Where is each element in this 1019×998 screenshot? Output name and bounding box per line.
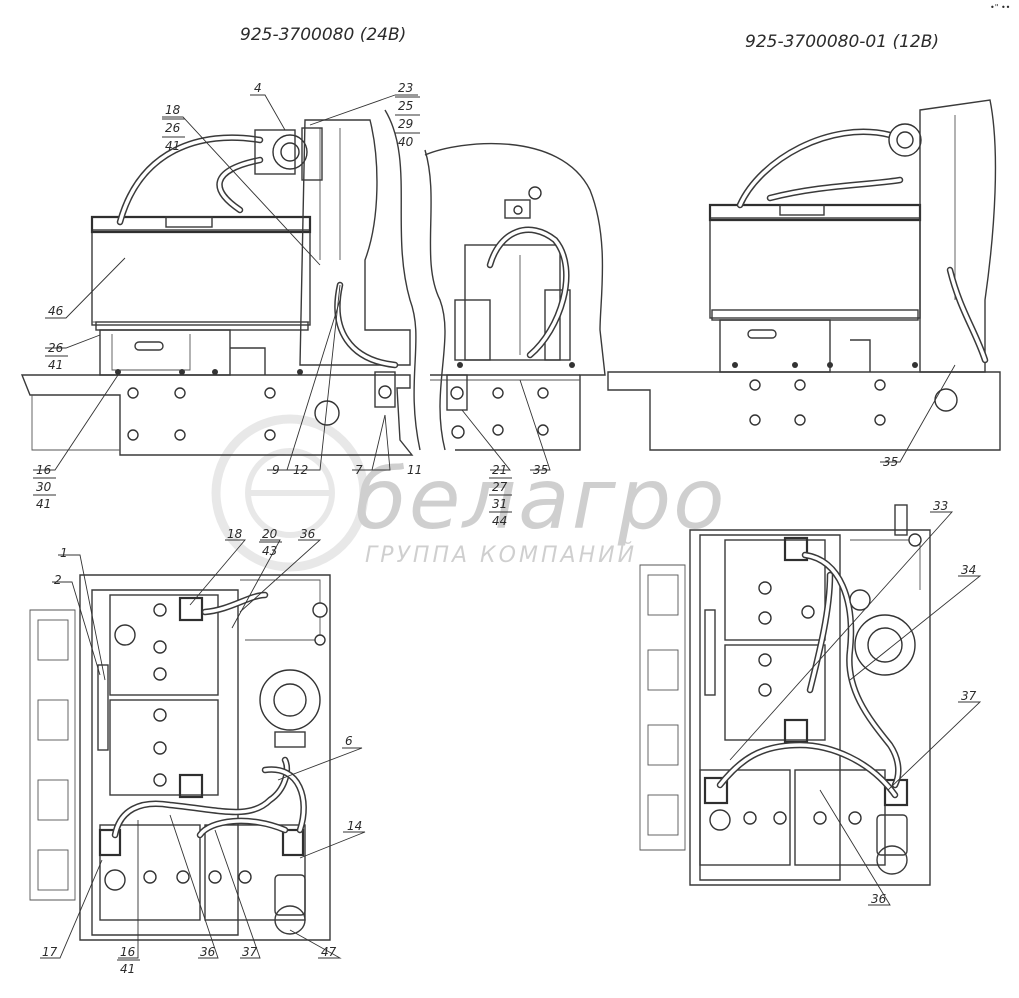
callout-41-top: 41: [165, 139, 180, 153]
callout-41-mid: 41: [48, 358, 63, 372]
callout-18-low: 18: [227, 527, 243, 541]
callout-12: 12: [293, 463, 308, 477]
callout-4: 4: [254, 81, 262, 95]
callout-labels: 4 18 26 41 23 25 29 40 46 26 41 16 30 41…: [33, 81, 977, 976]
callout-16-top: 16: [36, 463, 52, 477]
callout-44: 44: [492, 514, 507, 528]
top-view-24v: [29, 574, 331, 941]
callout-35-right: 35: [883, 455, 898, 469]
callout-16-low: 16: [120, 945, 136, 959]
callout-31: 31: [492, 497, 507, 511]
callout-27: 27: [492, 480, 508, 494]
callout-18-top: 18: [165, 103, 181, 117]
callout-36-bottom: 36: [200, 945, 216, 959]
callout-41-low: 41: [36, 497, 51, 511]
callout-36-right: 36: [871, 892, 887, 906]
callout-11: 11: [407, 463, 422, 477]
callout-29: 29: [398, 117, 413, 131]
callout-20: 20: [262, 527, 278, 541]
callout-25: 25: [398, 99, 413, 113]
callout-40: 40: [398, 135, 414, 149]
callout-34: 34: [961, 563, 976, 577]
corner-mark: •" ••: [990, 3, 1010, 12]
callout-47: 47: [321, 945, 337, 959]
side-view-12v: [607, 99, 1001, 451]
leader-lines: [33, 94, 982, 959]
callout-7: 7: [355, 463, 363, 477]
callout-43: 43: [262, 544, 277, 558]
callout-21: 21: [492, 463, 507, 477]
callout-2: 2: [54, 573, 62, 587]
callout-35-mid: 35: [533, 463, 548, 477]
callout-37-right: 37: [961, 689, 977, 703]
top-view-12v: [639, 504, 931, 886]
callout-1: 1: [60, 546, 68, 560]
starter-area-view: [424, 142, 606, 451]
callout-23: 23: [398, 81, 413, 95]
side-view-24v: [20, 109, 446, 456]
callout-30: 30: [36, 480, 52, 494]
callout-36-top: 36: [300, 527, 316, 541]
title-12v: 925-3700080-01 (12В): [745, 32, 939, 52]
callout-33: 33: [933, 499, 948, 513]
callout-17: 17: [42, 945, 58, 959]
callout-9: 9: [272, 463, 280, 477]
title-24v: 925-3700080 (24В): [240, 25, 406, 45]
callout-46: 46: [48, 304, 64, 318]
callout-37-bottom: 37: [242, 945, 258, 959]
callout-14: 14: [347, 819, 362, 833]
watermark-brand: белагро: [355, 450, 727, 548]
callout-26-top: 26: [165, 121, 181, 135]
callout-41-bottom: 41: [120, 962, 135, 976]
watermark-subtitle: ГРУППА КОМПАНИЙ: [365, 542, 637, 568]
callout-26-mid: 26: [48, 341, 64, 355]
callout-6: 6: [345, 734, 353, 748]
watermark-logo: белагро ГРУППА КОМПАНИЙ: [211, 414, 727, 572]
